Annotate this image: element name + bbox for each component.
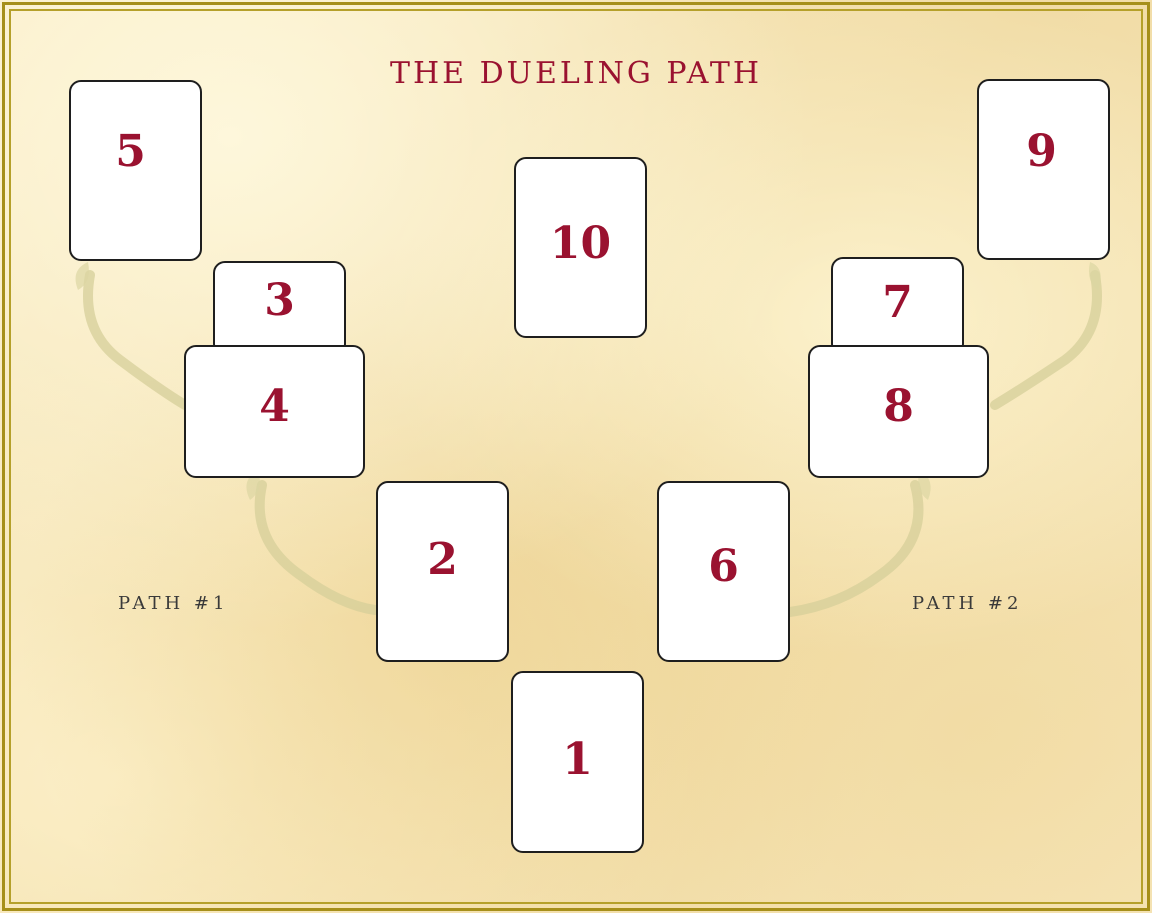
path-2-label: path #2 <box>912 592 1022 616</box>
card-5[interactable]: 5 <box>69 80 202 261</box>
card-6[interactable]: 6 <box>657 481 790 662</box>
card-number: 5 <box>115 130 146 174</box>
card-7[interactable]: 7 <box>831 257 964 356</box>
card-number: 4 <box>259 385 290 429</box>
card-number: 7 <box>882 281 913 325</box>
card-3[interactable]: 3 <box>213 261 346 356</box>
card-1[interactable]: 1 <box>511 671 644 853</box>
card-number: 1 <box>562 738 593 782</box>
card-number: 8 <box>883 385 914 429</box>
card-9[interactable]: 9 <box>977 79 1110 260</box>
card-8[interactable]: 8 <box>808 345 989 478</box>
card-10[interactable]: 10 <box>514 157 647 338</box>
card-number: 6 <box>708 545 739 589</box>
card-2[interactable]: 2 <box>376 481 509 662</box>
card-number: 3 <box>264 279 295 323</box>
card-number: 10 <box>550 222 611 266</box>
card-number: 9 <box>1026 130 1057 174</box>
card-4[interactable]: 4 <box>184 345 365 478</box>
card-number: 2 <box>427 538 458 582</box>
path-1-label: path #1 <box>118 592 228 616</box>
